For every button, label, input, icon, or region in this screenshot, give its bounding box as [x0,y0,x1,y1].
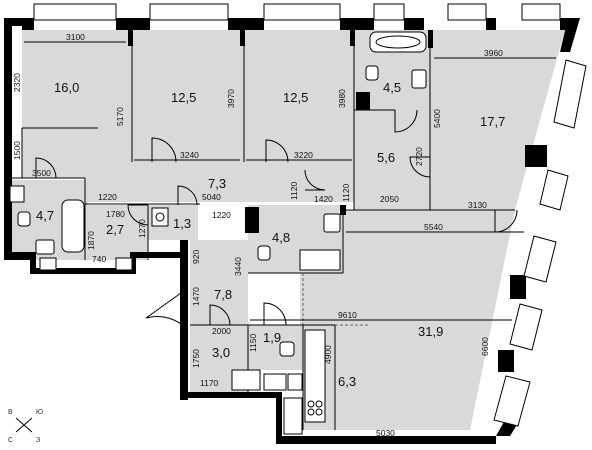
shower-tray [299,249,341,271]
dimension-label: 3960 [484,48,503,58]
compass-label: С [8,437,13,444]
compass-label: В [8,409,13,416]
dimension-label: 740 [92,254,106,264]
sink [411,69,427,89]
dimension-label: 5540 [424,222,443,232]
dimension-label: 1470 [191,287,201,306]
compass-label: Ю [36,409,43,416]
dimension-label: 5400 [432,109,442,128]
room-area: 2,7 [106,222,124,237]
room-area: 12,5 [171,90,196,105]
sink [263,373,287,391]
dimension-label: 3970 [226,89,236,108]
toilet [257,245,271,261]
dimension-label: 1270 [137,219,147,238]
sink [35,239,55,255]
room-area: 3,0 [212,345,230,360]
toilet [279,341,295,357]
dimension-label: 1420 [314,194,333,204]
dimension-label: 3220 [294,150,313,160]
dimension-label: 1750 [191,349,201,368]
windows [33,3,587,427]
compass-label: З [36,437,40,444]
dimension-label: 3980 [337,89,347,108]
dimension-label: 920 [191,250,201,264]
walls [4,18,580,444]
dimension-label: 3130 [468,200,487,210]
dimension-label: 5040 [202,192,221,202]
room-area: 5,6 [377,150,395,165]
dimension-label: 2320 [12,73,22,92]
room-area: 4,5 [383,80,401,95]
kitchen-counter [304,329,326,423]
room-area: 17,7 [480,114,505,129]
sink [323,213,341,233]
compass: В Ю С З [8,409,43,444]
dimension-label: 2720 [414,147,424,166]
room-areas: 16,0 12,5 12,5 4,5 17,7 5,6 7,3 4,7 2,7 … [36,80,505,389]
room-area: 6,3 [338,374,356,389]
dimension-label: 1220 [98,192,117,202]
dimension-labels: 3100 2320 5170 1500 3500 3240 3970 3220 … [12,32,556,439]
dimension-label: 3240 [180,150,199,160]
dimension-label: 3100 [66,32,85,42]
dimension-label: 3500 [32,168,51,178]
room-area: 12,5 [283,90,308,105]
dimension-label: 1220 [212,210,231,220]
dimension-label: 2050 [380,194,399,204]
dimension-label: 1780 [106,209,125,219]
doors [35,109,518,331]
room-area: 7,3 [208,176,226,191]
room-area: 31,9 [418,324,443,339]
room-area: 7,8 [214,287,232,302]
dimension-label: 5170 [115,107,125,126]
bathtub [61,199,85,253]
room-area: 1,9 [263,330,281,345]
dimension-label: 1500 [12,141,22,160]
dimension-label: 5030 [376,428,395,438]
room-area: 16,0 [54,80,79,95]
interior-lines [12,46,515,430]
fixtures [9,31,427,435]
toilet [17,211,31,227]
dimension-label: 3440 [233,257,243,276]
dimension-label: 1120 [341,183,351,202]
dimension-label: 1170 [200,378,219,388]
dimension-label: 2000 [212,326,231,336]
toilet [365,65,379,81]
room-area: 4,7 [36,208,54,223]
dimension-label: 6600 [480,337,490,356]
room-area: 1,3 [173,216,191,231]
dimension-label: 4900 [323,345,333,364]
dimension-label: 1120 [289,181,299,200]
dimension-label: 1870 [86,231,96,250]
room-area: 4,8 [272,230,290,245]
dimension-label: 1150 [248,333,258,352]
dimension-label: 9610 [338,310,357,320]
